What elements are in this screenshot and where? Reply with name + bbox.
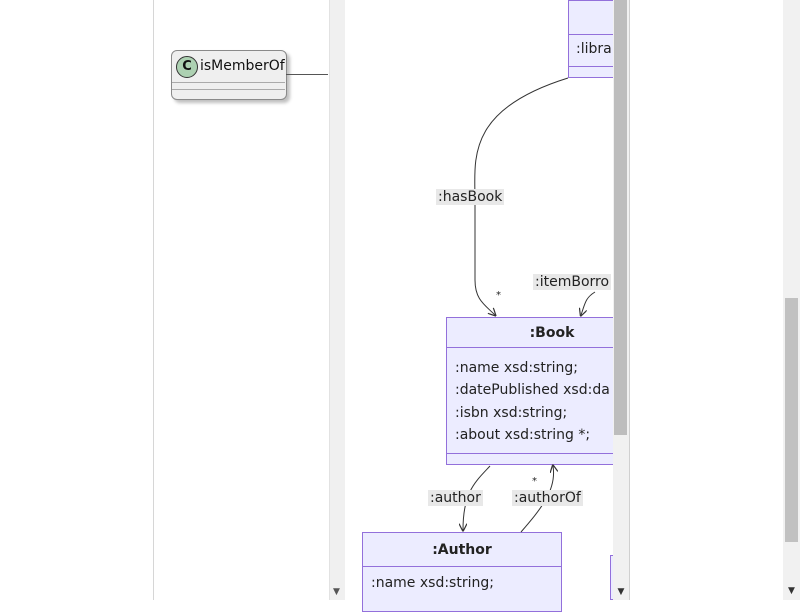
book-attribute: :datePublished xsd:da	[455, 382, 610, 398]
node-book[interactable]	[446, 317, 626, 465]
edge-label-author: :author	[428, 490, 483, 506]
book-attribute: :name xsd:string;	[455, 360, 578, 376]
class-name: isMemberOf	[200, 58, 285, 74]
edge-label-hasbook: :hasBook	[436, 189, 505, 205]
node-author[interactable]	[362, 532, 562, 612]
multiplicity-authorof: *	[532, 476, 537, 487]
edge-hasbook	[474, 77, 569, 315]
node-separator	[447, 453, 613, 454]
left-panel-scrollbar[interactable]	[329, 0, 345, 600]
class-stereotype-icon: C	[176, 56, 198, 78]
diagram-scroll-thumb[interactable]	[614, 0, 627, 435]
edge-label-authorof: :authorOf	[512, 490, 583, 506]
left-panel	[153, 0, 330, 600]
class-connector-line	[286, 74, 328, 75]
diagram-scroll-down-icon[interactable]: ▼	[617, 587, 625, 597]
edge-author	[463, 465, 491, 530]
class-separator	[172, 89, 285, 90]
node-separator	[447, 347, 613, 348]
edge-itemborrowed	[581, 291, 596, 315]
author-title: :Author	[432, 542, 492, 558]
node-separator	[363, 566, 561, 567]
node-separator	[568, 66, 613, 67]
library-attribute: :libra	[576, 41, 612, 57]
node-separator	[568, 34, 613, 35]
page-scroll-down-icon[interactable]: ▼	[788, 586, 795, 596]
edge-label-itemborrowed: :itemBorro	[533, 274, 612, 290]
multiplicity-hasbook: *	[496, 290, 501, 301]
book-title: :Book	[529, 325, 575, 341]
diagram-edges	[345, 77, 596, 533]
panel-divider	[629, 0, 630, 600]
author-attribute: :name xsd:string;	[371, 575, 494, 591]
page-scroll-thumb[interactable]	[785, 298, 798, 542]
class-separator	[172, 82, 285, 83]
book-attribute: :about xsd:string *;	[455, 427, 591, 443]
left-scroll-down-icon[interactable]: ▼	[333, 587, 340, 597]
book-attribute: :isbn xsd:string;	[455, 405, 568, 421]
